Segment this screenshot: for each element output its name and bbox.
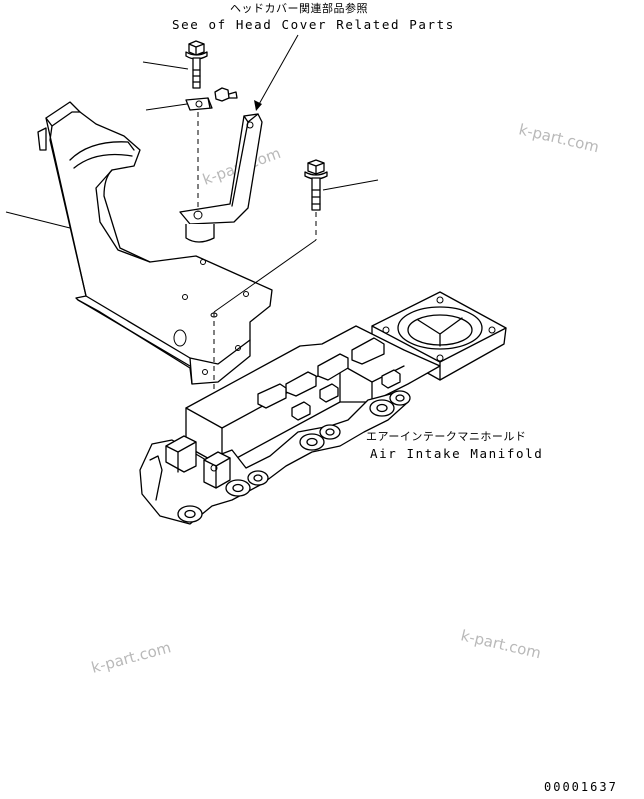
- head-cover-label-jp: ヘッドカバー関連部品参照: [230, 1, 368, 15]
- manifold-label-en: Air Intake Manifold: [370, 446, 543, 461]
- head-cover-label-en: See of Head Cover Related Parts: [172, 17, 455, 32]
- bolt-right: [304, 159, 328, 211]
- leader-lines: [5, 34, 379, 229]
- drawing-number: 00001637: [544, 780, 618, 794]
- head-cover-bracket: [179, 113, 263, 243]
- watermark-3: k-part.com: [459, 626, 543, 662]
- watermark-4: k-part.com: [89, 638, 173, 677]
- air-intake-manifold: [139, 291, 507, 525]
- bolt-top: [185, 40, 208, 89]
- small-bracket: [185, 87, 238, 111]
- assembly-lines: [197, 112, 317, 462]
- watermark-1: k-part.com: [517, 120, 601, 156]
- lifting-bracket: [37, 101, 273, 385]
- manifold-label-jp: エアーインテークマニホールド: [366, 430, 526, 443]
